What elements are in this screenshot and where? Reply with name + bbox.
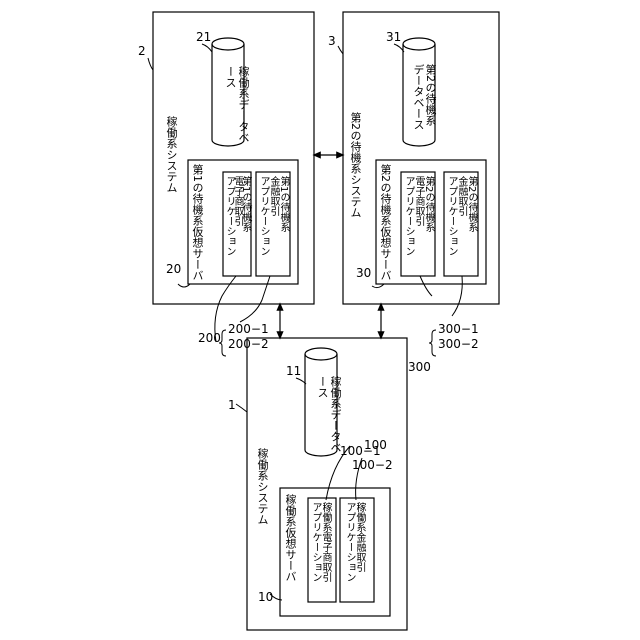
- active-server-ref: 10: [258, 590, 273, 604]
- standby-2-db-ref: 31: [386, 30, 401, 44]
- standby-1-title: 稼働系システム: [165, 116, 178, 206]
- standby-2-app-fin-label: 第2の待機系金融取引アプリケーション: [446, 176, 476, 272]
- standby-1-app-ec-label: 第1の待機系電子商取引アプリケーション: [225, 176, 249, 272]
- standby-2-app-ec-ref: 300−1: [438, 322, 479, 336]
- active-title: 稼働系システム: [256, 448, 269, 538]
- standby-1-app-ec-ref: 200−1: [228, 322, 269, 336]
- standby-1-app-fin-label: 第1の待機系金融取引アプリケーション: [258, 176, 288, 272]
- standby-2-app-fin-ref: 300−2: [438, 337, 479, 351]
- active-db-ref: 11: [286, 364, 301, 378]
- active-app-ec-label: 稼働系電子商取引アプリケーション: [310, 502, 330, 600]
- standby-1-app-fin-ref: 200−2: [228, 337, 269, 351]
- standby-1-ref: 2: [138, 44, 146, 58]
- active-server-label: 稼働系仮想サーバ: [284, 494, 297, 614]
- active-ref: 1: [228, 398, 236, 412]
- standby-1-db-ref: 21: [196, 30, 211, 44]
- standby-2-ref: 3: [328, 34, 336, 48]
- active-app-fin-label: 稼働系金融取引アプリケーション: [344, 502, 364, 600]
- standby-2-server-label: 第2の待機系仮想サーバ: [379, 164, 392, 284]
- active-apps-group-ref: 100: [364, 438, 387, 452]
- active-db-label: 稼働系データベース: [316, 376, 342, 456]
- standby-2-server-ref: 30: [356, 266, 371, 280]
- standby-1-server-label: 第1の待機系仮想サーバ: [191, 164, 204, 284]
- standby-1-server-ref: 20: [166, 262, 181, 276]
- standby-1-db-label: 稼働系データベース: [224, 66, 250, 146]
- standby-2-app-ec-label: 第2の待機系電子商取引アプリケーション: [403, 176, 433, 272]
- active-app-fin-ref: 100−2: [352, 458, 393, 472]
- standby-2-title: 第2の待機系システム: [349, 112, 362, 232]
- standby-2-db-label: 第2の待機系データベース: [412, 64, 436, 144]
- standby-1-apps-group-ref: 200: [198, 331, 221, 345]
- standby-2-apps-group-ref: 300: [408, 360, 431, 374]
